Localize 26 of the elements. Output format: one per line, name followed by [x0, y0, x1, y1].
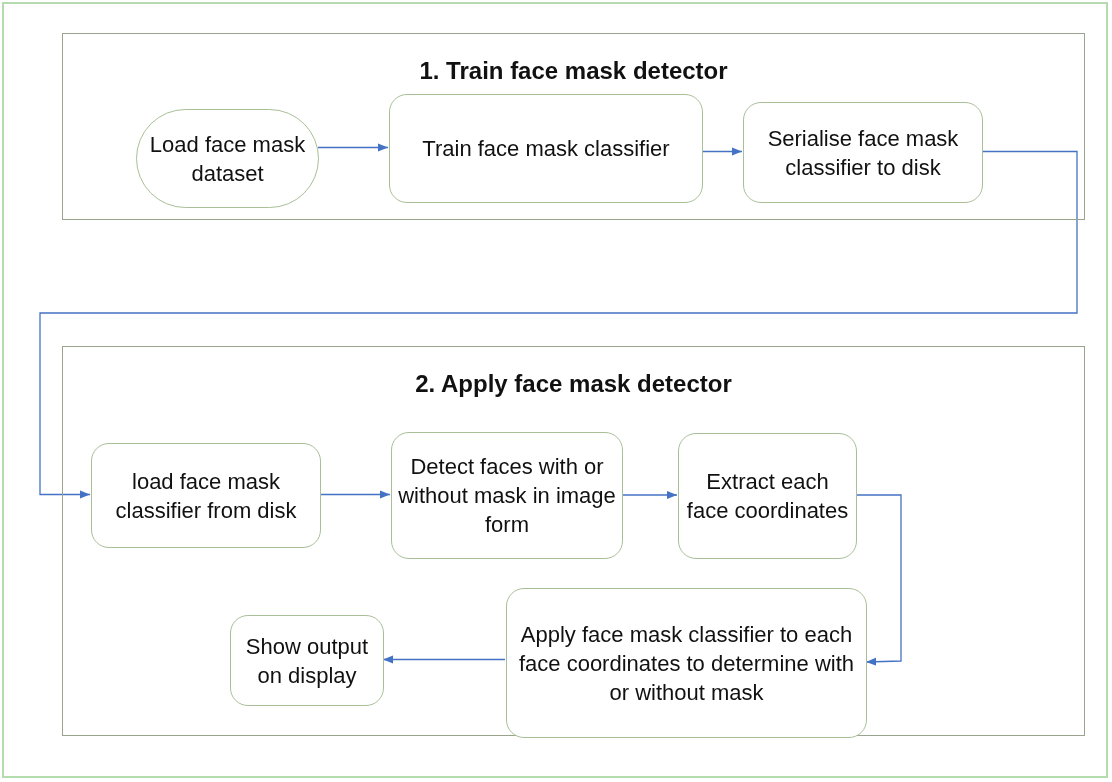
section-panel [62, 346, 1085, 736]
node-label: Serialise face mask classifier to disk [766, 124, 960, 182]
section-panel [62, 33, 1085, 220]
process-box [91, 443, 321, 548]
process-box [389, 94, 703, 203]
process-box [506, 588, 867, 738]
node-label: Train face mask classifier [421, 135, 671, 163]
arrow [701, 147, 743, 156]
node-label: load face mask classifier from disk [114, 467, 298, 525]
node-label: Load face mask dataset [148, 130, 307, 188]
arrow [39, 150, 1078, 499]
process-box [743, 102, 983, 203]
node-label: Apply face mask classifier to each face coordinates to determine with or without mask [517, 620, 856, 707]
arrow [319, 490, 391, 499]
arrow [621, 490, 678, 500]
arrow [317, 143, 389, 152]
section-heading: 1. Train face mask detector [418, 56, 729, 85]
node-label: Detect faces with or without mask in image form [397, 453, 617, 539]
node-label: Extract each face coordinates [685, 468, 850, 525]
section-heading: 2. Apply face mask detector [414, 369, 733, 398]
process-box [391, 432, 623, 559]
node-label: Show output on display [244, 632, 370, 690]
process-box [230, 615, 384, 706]
process-box [678, 433, 857, 559]
arrow [855, 494, 902, 666]
arrow [382, 655, 506, 664]
